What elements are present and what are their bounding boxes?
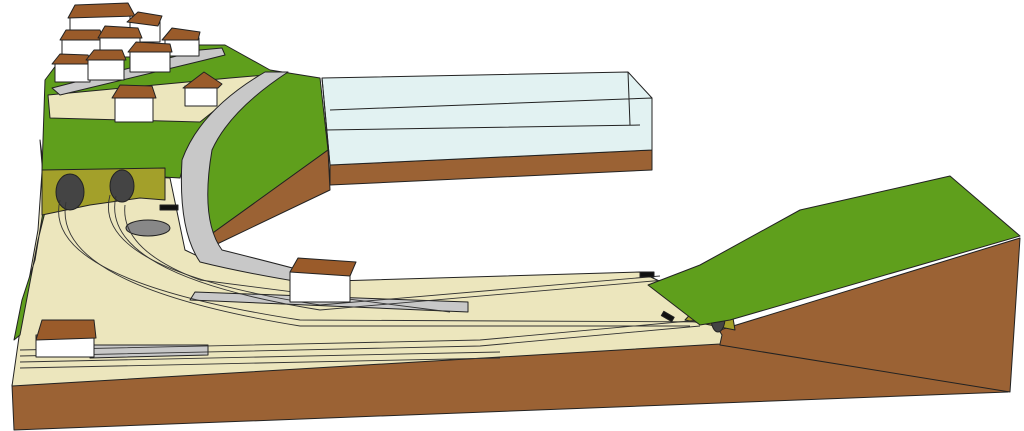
goods-shed	[35, 319, 97, 358]
wall-shape	[129, 49, 171, 73]
shape	[19, 351, 501, 363]
wall-shape	[87, 57, 125, 81]
shape	[108, 194, 661, 306]
roof-shape	[97, 25, 143, 39]
station-building	[289, 257, 357, 303]
wall-shape	[54, 61, 91, 83]
shape	[19, 319, 701, 351]
turntable	[125, 219, 171, 237]
roof-shape	[161, 27, 201, 41]
shape	[114, 195, 666, 311]
roof-shape	[35, 319, 97, 341]
right-hill-grass	[647, 175, 1021, 326]
glass-box-edges	[321, 71, 653, 166]
signal-marker	[660, 310, 675, 323]
shape	[64, 201, 690, 327]
roof-shape	[182, 71, 223, 89]
roof-shape	[126, 11, 163, 27]
shape	[19, 357, 501, 369]
tunnel-opening	[55, 173, 85, 211]
shape	[58, 199, 721, 323]
tracks	[19, 194, 721, 369]
tunnel-opening	[109, 169, 135, 203]
glass-box	[321, 71, 653, 166]
wall-shape	[184, 85, 218, 107]
house	[111, 84, 157, 123]
shape	[321, 71, 653, 166]
wall-shape	[114, 97, 154, 123]
roof-shape	[59, 29, 105, 41]
roof-shape	[85, 49, 127, 61]
roof-shape	[127, 41, 173, 53]
shape	[19, 325, 701, 357]
signal-marker	[639, 271, 655, 278]
roof-shape	[289, 257, 357, 277]
roof-shape	[111, 84, 157, 99]
house	[182, 71, 223, 107]
house-cluster	[51, 2, 201, 83]
roof-shape	[51, 53, 93, 65]
shape	[124, 204, 451, 313]
signal-marker	[159, 204, 179, 211]
wall-shape	[289, 271, 351, 303]
buildings	[35, 2, 357, 358]
roof-shape	[67, 2, 136, 19]
